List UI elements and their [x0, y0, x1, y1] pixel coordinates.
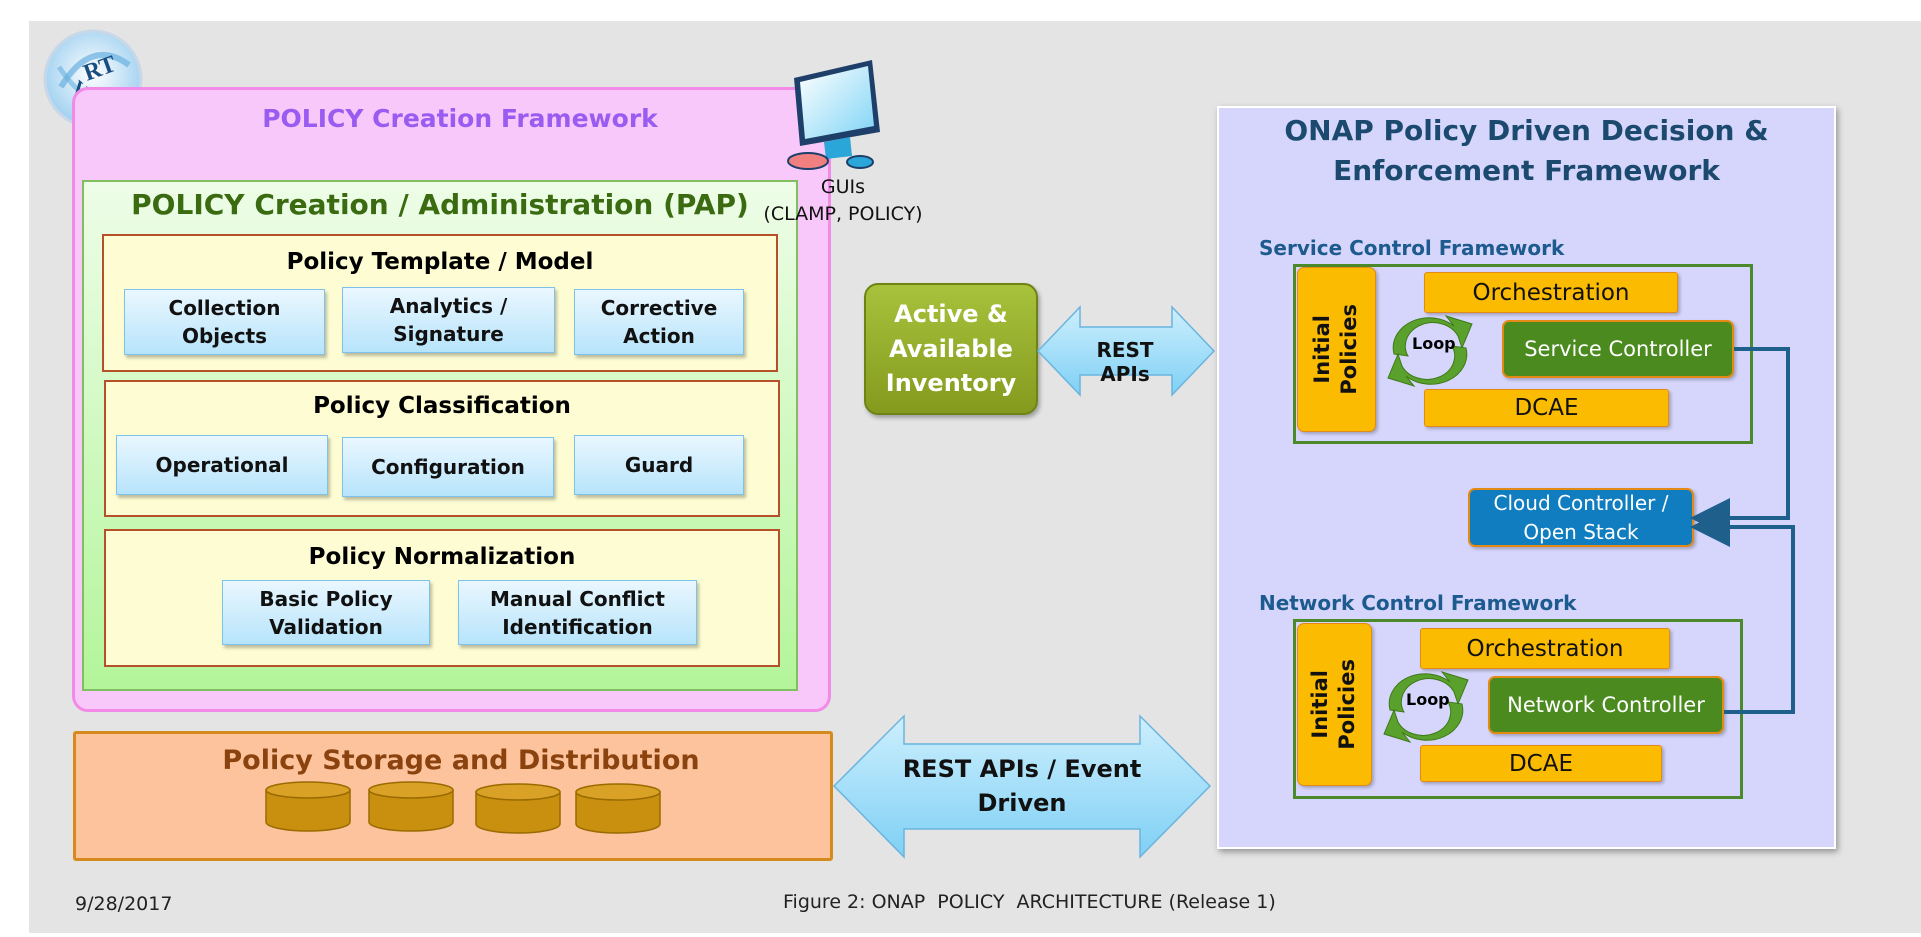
policy-creation-framework-title: POLICY Creation Framework	[262, 104, 658, 133]
guard-box: Guard	[574, 435, 744, 495]
network-initial-policies: Initial Policies	[1297, 623, 1372, 786]
enforcement-title-line1: ONAP Policy Driven Decision &	[1284, 114, 1769, 147]
basic-policy-validation-box: Basic Policy Validation	[222, 580, 430, 645]
pap-title: POLICY Creation / Administration (PAP)	[131, 188, 749, 221]
database-disk-icon	[368, 781, 454, 832]
footer-date: 9/28/2017	[75, 893, 173, 915]
policy-template-title: Policy Template / Model	[286, 249, 594, 275]
operational-box: Operational	[116, 435, 328, 495]
active-available-inventory: Active & Available Inventory	[864, 283, 1038, 415]
network-loop-arrows-icon	[1376, 662, 1476, 752]
corrective-action-box: Corrective Action	[574, 289, 744, 355]
collection-objects-box: Collection Objects	[124, 289, 325, 355]
storage-disks	[260, 780, 670, 836]
network-controller: Network Controller	[1488, 676, 1724, 734]
cloud-controller-line1: Cloud Controller /	[1493, 490, 1669, 515]
configuration-box: Configuration	[342, 437, 554, 497]
service-initial-policies: Initial Policies	[1297, 267, 1376, 432]
enforcement-framework-title: ONAP Policy Driven Decision & Enforcemen…	[1217, 111, 1836, 191]
service-initial-policies-line2: Policies	[1337, 304, 1362, 395]
service-initial-policies-line1: Initial	[1310, 315, 1335, 384]
network-control-framework-label: Network Control Framework	[1259, 591, 1577, 615]
rest-apis-arrow	[1036, 305, 1216, 397]
analytics-signature-box: Analytics / Signature	[342, 287, 555, 353]
rest-apis-label: REST APIs	[1096, 338, 1154, 386]
manual-conflict-identification-box: Manual Conflict Identification	[458, 580, 697, 645]
policy-storage-title: Policy Storage and Distribution	[222, 745, 700, 776]
network-orchestration: Orchestration	[1420, 628, 1670, 669]
policy-classification-title: Policy Classification	[313, 393, 571, 419]
service-loop-arrows-icon	[1380, 306, 1480, 396]
service-control-framework-label: Service Control Framework	[1259, 236, 1565, 260]
database-disk-icon	[265, 781, 351, 832]
service-orchestration: Orchestration	[1424, 272, 1678, 313]
service-dcae: DCAE	[1424, 389, 1669, 427]
network-initial-policies-line1: Initial	[1308, 670, 1333, 739]
network-initial-policies-line2: Policies	[1335, 659, 1360, 750]
enforcement-title-line2: Enforcement Framework	[1333, 154, 1720, 188]
gui-label-line1: GUIs	[820, 176, 866, 198]
network-loop-label: Loop	[1406, 690, 1450, 709]
service-loop-label: Loop	[1412, 334, 1456, 353]
network-dcae: DCAE	[1420, 745, 1662, 782]
figure-caption: Figure 2: ONAP POLICY ARCHITECTURE (Rele…	[783, 891, 1276, 913]
service-controller: Service Controller	[1502, 320, 1734, 378]
rest-apis-event-label: REST APIs / Event Driven	[902, 755, 1142, 817]
database-disk-icon	[575, 783, 661, 834]
cloud-controller-openstack: Cloud Controller / Open Stack	[1468, 488, 1694, 547]
policy-normalization-title: Policy Normalization	[308, 544, 576, 570]
rest-apis-event-arrow	[832, 714, 1212, 859]
computer-monitor-icon	[780, 58, 892, 176]
database-disk-icon	[475, 783, 561, 834]
cloud-controller-line2: Open Stack	[1523, 519, 1639, 544]
gui-label: GUIs (CLAMP, POLICY)	[758, 174, 928, 227]
gui-label-line2: (CLAMP, POLICY)	[763, 202, 923, 225]
